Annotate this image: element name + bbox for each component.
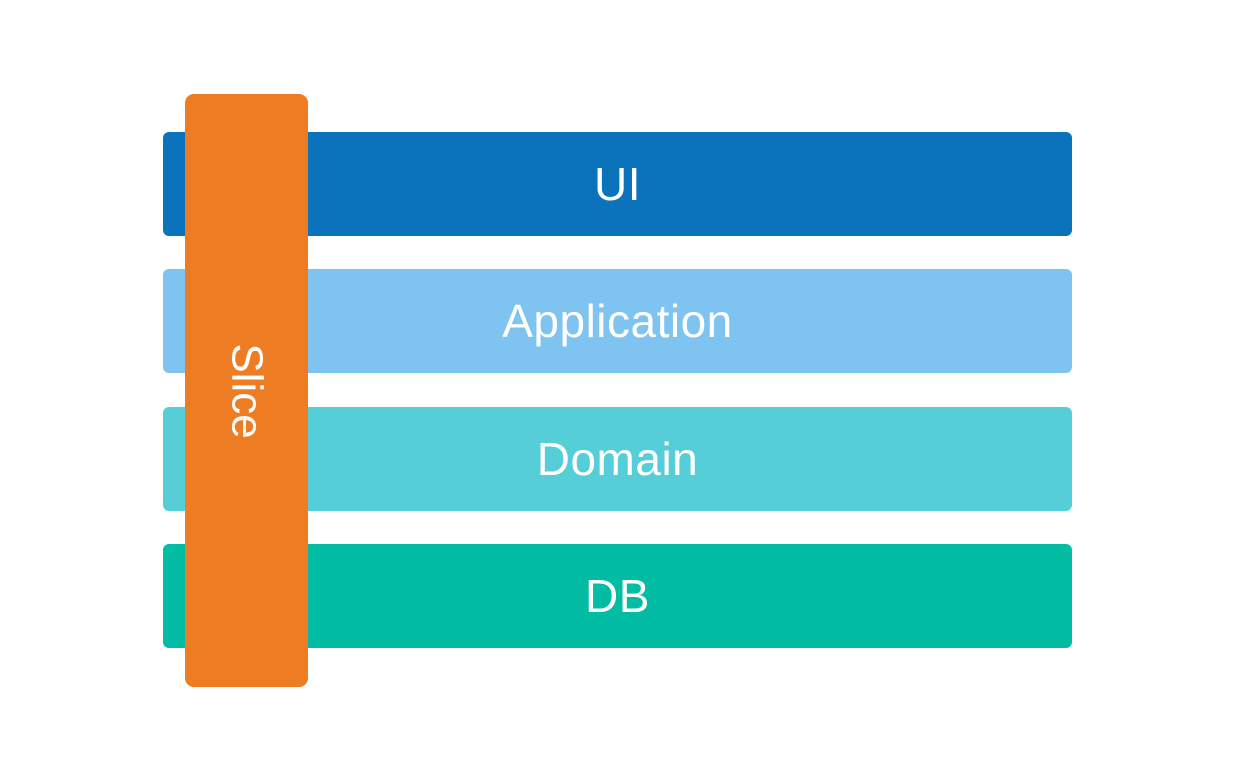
slice-bar: Slice (185, 94, 308, 687)
layer-bar-application: Application (163, 269, 1072, 373)
layer-label-db: DB (585, 570, 650, 622)
layer-bar-domain: Domain (163, 407, 1072, 511)
layer-label-application: Application (502, 295, 733, 347)
layer-label-ui: UI (594, 158, 641, 210)
layer-bar-ui: UI (163, 132, 1072, 236)
layer-bar-db: DB (163, 544, 1072, 648)
layer-label-domain: Domain (536, 433, 699, 485)
slice-label: Slice (222, 342, 272, 439)
